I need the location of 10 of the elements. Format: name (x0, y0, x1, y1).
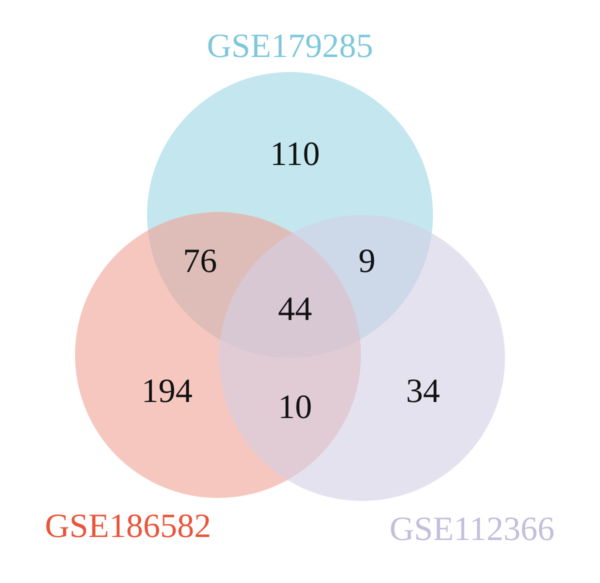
count-label: 9 (358, 245, 376, 279)
count-label: 34 (406, 375, 440, 409)
count-label: 110 (270, 138, 320, 172)
set-title: GSE112366 (390, 513, 554, 547)
count-label: 44 (278, 293, 312, 327)
count-label: 10 (278, 391, 312, 425)
count-label: 76 (183, 245, 217, 279)
set-title: GSE179285 (206, 30, 374, 64)
set-title: GSE186582 (44, 510, 212, 544)
count-label: 194 (142, 375, 192, 409)
